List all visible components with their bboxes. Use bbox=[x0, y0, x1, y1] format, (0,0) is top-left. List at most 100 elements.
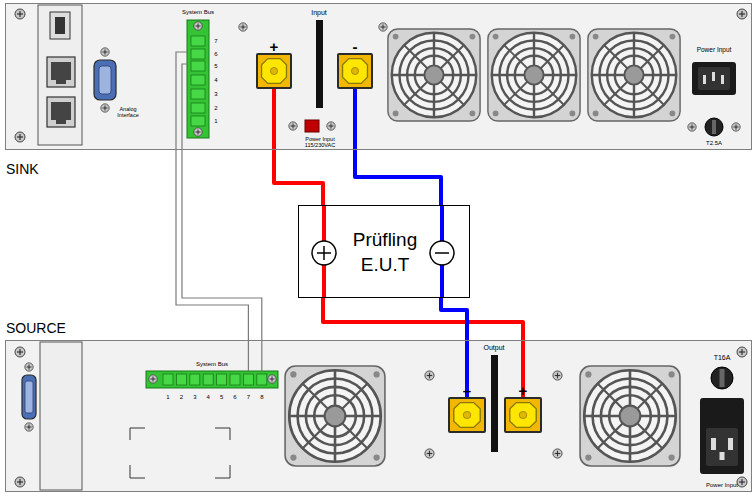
fan bbox=[388, 29, 480, 121]
system-bus-connector bbox=[190, 374, 200, 385]
terminal-bolt bbox=[270, 67, 277, 74]
interface-module bbox=[47, 57, 75, 87]
eut-lead bbox=[322, 206, 326, 241]
panel-screw bbox=[15, 9, 25, 19]
system-bus-connector bbox=[191, 36, 205, 46]
terminal-group-label: Input bbox=[311, 9, 327, 17]
panel-screw bbox=[15, 477, 25, 487]
polarity-label: + bbox=[270, 39, 279, 54]
terminal-divider bbox=[491, 355, 498, 452]
power-wire bbox=[355, 89, 441, 205]
system-bus-connector bbox=[243, 374, 253, 385]
output-terminal: – bbox=[448, 397, 486, 433]
device-under-test: Prüfling E.U.T bbox=[298, 205, 470, 298]
fuse-rating: T2.5A bbox=[706, 140, 722, 147]
pin-number: 6 bbox=[214, 51, 217, 58]
bus-wire bbox=[176, 52, 248, 371]
connector-label: System Bus bbox=[182, 9, 214, 16]
power-switch bbox=[289, 120, 335, 132]
interface-module bbox=[38, 5, 82, 145]
interface-module bbox=[50, 12, 70, 39]
fan bbox=[488, 29, 580, 121]
pin-number: 4 bbox=[214, 77, 217, 84]
analog-interface-connector bbox=[94, 48, 116, 112]
polarity-symbol bbox=[312, 241, 336, 265]
eut-lead bbox=[322, 265, 326, 297]
fuse-holder bbox=[712, 120, 716, 134]
device-name: Prüfling E.U.T bbox=[350, 228, 420, 277]
analog-interface-connector bbox=[22, 375, 36, 419]
output-terminal: + bbox=[504, 397, 542, 433]
terminal-bolt bbox=[351, 67, 358, 74]
interface-module bbox=[55, 17, 65, 34]
interface-module bbox=[51, 62, 71, 80]
system-bus-connector bbox=[268, 375, 276, 383]
terminal-bolt bbox=[510, 403, 536, 428]
fuse-holder bbox=[711, 367, 733, 389]
fan bbox=[588, 29, 680, 121]
system-bus-connector bbox=[191, 75, 205, 85]
pin-number: 1 bbox=[166, 394, 169, 401]
interface-slot bbox=[40, 342, 82, 490]
analog-interface-connector bbox=[94, 60, 116, 100]
analog-interface-connector bbox=[25, 381, 33, 413]
panel-screw bbox=[379, 23, 387, 31]
terminal-group-label: Output bbox=[483, 344, 504, 352]
terminal-bolt bbox=[262, 59, 287, 84]
interface-module bbox=[47, 97, 75, 127]
system-bus-connector bbox=[187, 20, 209, 138]
fuse-holder bbox=[711, 367, 733, 389]
power-inlet bbox=[706, 428, 738, 466]
switch-label: Power Input 115/230VAC bbox=[302, 136, 338, 149]
input-terminal: - bbox=[337, 53, 373, 89]
power-switch bbox=[289, 122, 297, 130]
panel-screw bbox=[15, 347, 25, 357]
power-inlet bbox=[720, 452, 725, 460]
fuse-holder bbox=[732, 123, 740, 131]
fan bbox=[580, 366, 680, 466]
fuse-holder bbox=[688, 123, 696, 131]
analog-interface-connector bbox=[101, 48, 109, 56]
pin-number: 5 bbox=[220, 394, 223, 401]
fuse-holder bbox=[720, 369, 725, 387]
analog-interface-connector bbox=[25, 363, 33, 371]
fuse-holder bbox=[688, 118, 740, 136]
panel-screw bbox=[15, 347, 747, 487]
power-inlet bbox=[698, 67, 730, 90]
pin-number: 1 bbox=[214, 118, 217, 125]
fuse-rating: T16A bbox=[714, 354, 731, 362]
system-bus-connector bbox=[163, 374, 173, 385]
power-inlet bbox=[728, 438, 733, 450]
inlet-label: Power Input bbox=[697, 46, 732, 53]
terminal-bolt bbox=[519, 411, 527, 418]
terminal-screw bbox=[425, 371, 562, 458]
pin-number: 8 bbox=[260, 394, 263, 401]
analog-interface-connector bbox=[22, 363, 36, 431]
device-title: SINK bbox=[6, 161, 39, 178]
pin-number: 6 bbox=[233, 394, 236, 401]
power-inlet bbox=[692, 62, 736, 95]
interface-module bbox=[56, 80, 66, 84]
panel-screw bbox=[737, 347, 747, 357]
inlet-label: Power Input bbox=[706, 482, 738, 489]
input-terminal: + bbox=[256, 53, 292, 89]
system-bus-connector bbox=[194, 128, 202, 136]
system-bus-connector bbox=[149, 375, 157, 383]
system-bus-connector bbox=[191, 103, 205, 113]
power-inlet bbox=[700, 398, 744, 474]
interface-module bbox=[38, 5, 82, 145]
terminal-face bbox=[339, 55, 371, 87]
eut-lead bbox=[440, 206, 444, 241]
terminal-bolt bbox=[454, 403, 480, 428]
terminal-divider bbox=[316, 20, 323, 108]
eut-polarity bbox=[299, 206, 469, 297]
pin-number: 3 bbox=[214, 91, 217, 98]
fuse-holder bbox=[705, 118, 723, 136]
power-wire bbox=[323, 298, 523, 397]
terminal-screw bbox=[553, 371, 562, 380]
bus-wire bbox=[182, 64, 262, 371]
system-bus-connector bbox=[191, 116, 205, 126]
panel-screw bbox=[737, 477, 747, 487]
